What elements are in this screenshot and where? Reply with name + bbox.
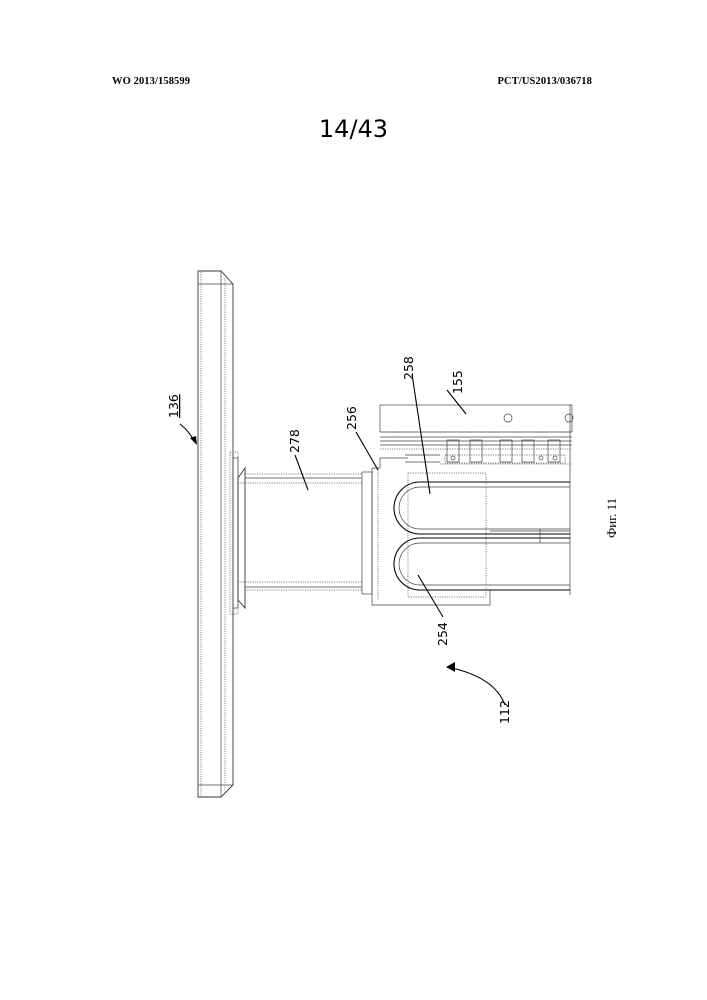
leader-lines [180, 374, 505, 705]
label-112: 112 [497, 700, 512, 724]
label-278: 278 [287, 429, 302, 453]
label-256: 256 [344, 406, 359, 430]
label-254: 254 [435, 622, 450, 646]
column-278 [230, 452, 372, 614]
rail-155 [380, 405, 573, 595]
plate-136 [198, 271, 233, 797]
tube-loops [394, 482, 570, 590]
label-155: 155 [450, 370, 465, 394]
label-258: 258 [401, 356, 416, 380]
figure-caption: Фиг. 11 [604, 498, 619, 538]
label-136: 136 [166, 394, 181, 418]
bracket-256 [372, 458, 490, 605]
